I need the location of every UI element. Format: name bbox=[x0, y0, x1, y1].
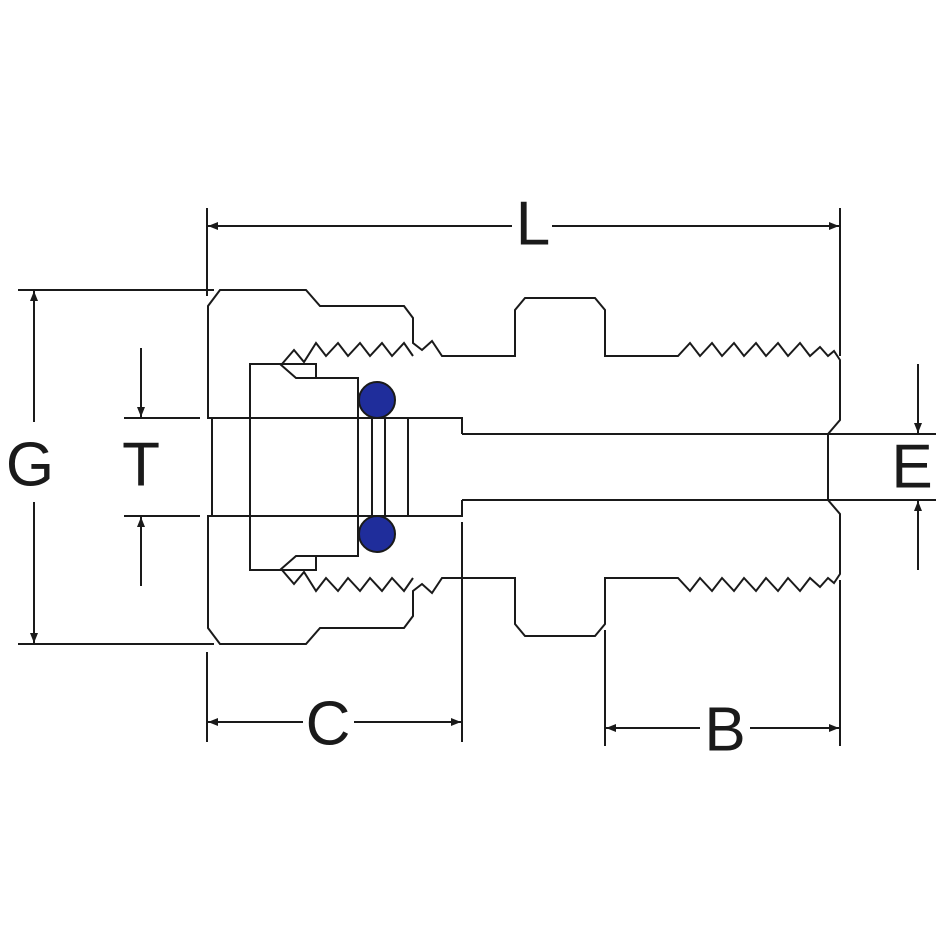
dim-label-L: L bbox=[516, 190, 550, 259]
dim-label-E: E bbox=[891, 433, 932, 502]
dim-label-B: B bbox=[704, 696, 745, 765]
fitting-body bbox=[207, 289, 841, 645]
insert-lower bbox=[249, 515, 359, 571]
dimensions: L G T C B E bbox=[6, 190, 936, 765]
nut-thread-upper bbox=[281, 341, 414, 365]
o-ring-lower bbox=[358, 515, 396, 553]
dim-label-T: T bbox=[122, 431, 160, 500]
bore-right bbox=[462, 434, 834, 500]
o-ring-upper bbox=[358, 381, 396, 419]
dim-label-C: C bbox=[306, 690, 351, 759]
dim-label-G: G bbox=[6, 431, 54, 500]
nut-thread-lower bbox=[281, 569, 414, 593]
bore-left bbox=[212, 418, 462, 516]
insert-upper bbox=[249, 363, 359, 419]
